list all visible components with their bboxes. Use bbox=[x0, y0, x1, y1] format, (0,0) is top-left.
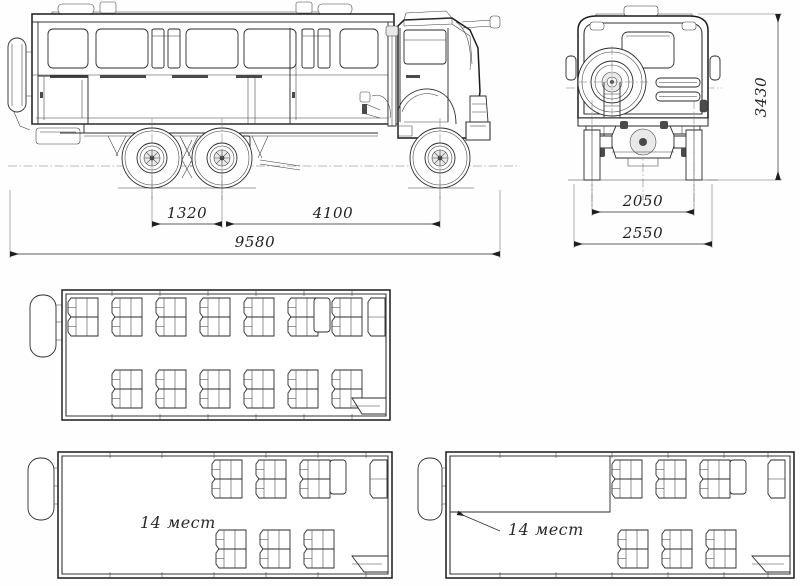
plan-spare-wheel bbox=[29, 294, 57, 358]
dim-2550-text: 2550 bbox=[622, 224, 664, 242]
plan-view-top bbox=[29, 289, 391, 421]
bus-body bbox=[7, 1, 395, 145]
dim-3430-text: 3430 bbox=[752, 77, 770, 118]
plan-right-seat-count: 14 мест bbox=[508, 520, 584, 539]
plan-right-spare-wheel bbox=[417, 457, 443, 521]
plan-left-seats-lower bbox=[215, 529, 335, 569]
plan-top-single-seat bbox=[313, 297, 331, 333]
plan-left-seat-count: 14 мест bbox=[140, 513, 216, 532]
bus-windows bbox=[47, 28, 379, 69]
dim-2050-text: 2050 bbox=[622, 192, 664, 210]
plan-left-single-seat bbox=[329, 459, 347, 495]
front-wheel bbox=[408, 118, 474, 200]
spare-wheel-carrier bbox=[7, 37, 32, 131]
plan-right-platform bbox=[450, 456, 611, 513]
rear-axle-assembly bbox=[577, 117, 709, 167]
dim-1320-text: 1320 bbox=[167, 204, 208, 222]
rear-wheels bbox=[118, 118, 256, 200]
cab bbox=[359, 10, 501, 141]
rear-spare-wheel bbox=[577, 46, 648, 120]
dim-9580-text: 9580 bbox=[235, 233, 276, 251]
plan-top-corner-seat bbox=[367, 297, 386, 337]
plan-right-seats-lower bbox=[617, 529, 737, 569]
dim-4100-text: 4100 bbox=[312, 204, 354, 222]
rear-view: 2050 2550 3430 bbox=[565, 5, 782, 248]
plan-right-leader-line bbox=[456, 510, 501, 532]
rear-view-dimensions: 2050 2550 3430 bbox=[573, 13, 782, 248]
plan-right-single-seat bbox=[729, 459, 747, 495]
rear-door bbox=[38, 75, 89, 124]
plan-view-left: 14 мест bbox=[27, 451, 393, 579]
side-view-dimensions: 1320 4100 9580 bbox=[9, 172, 501, 258]
body-trim bbox=[50, 75, 262, 78]
entry-door bbox=[289, 28, 297, 124]
plan-left-spare-wheel bbox=[27, 457, 55, 521]
plan-view-right: 14 мест bbox=[417, 451, 795, 579]
side-view: 1320 4100 9580 bbox=[7, 1, 520, 258]
